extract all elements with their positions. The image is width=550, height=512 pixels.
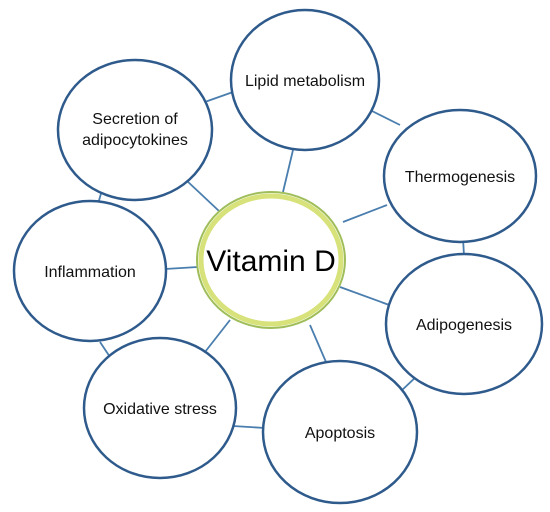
- node-label: Secretion of: [92, 111, 178, 128]
- connector-lipid-thermo: [369, 109, 401, 126]
- node-adipogenesis: Adipogenesis: [384, 252, 544, 396]
- node-label-line: Oxidative stress: [103, 401, 217, 418]
- node-inflammation: Inflammation: [12, 199, 168, 343]
- node-label: Inflammation: [44, 264, 136, 281]
- node-label-line: Lipid metabolism: [245, 73, 365, 90]
- node-label-line: Secretion of: [92, 111, 178, 128]
- node-secretion-of-adipocytokines: Secretion of adipocytokines: [56, 58, 214, 202]
- node-label: adipocytokines: [82, 132, 188, 149]
- center-label: Vitamin D: [206, 245, 336, 278]
- spoke-lipid: [282, 149, 294, 193]
- spoke-inflam: [164, 266, 199, 270]
- node-lipid-metabolism: Lipid metabolism: [229, 8, 381, 152]
- connector-apopt-oxid: [232, 425, 266, 429]
- connector-secret-lipid: [201, 91, 234, 104]
- node-circle: [12, 199, 168, 343]
- node-label-line: Adipogenesis: [416, 317, 512, 334]
- spoke-oxid: [204, 319, 231, 353]
- spoke-adipo: [339, 286, 393, 307]
- node-label: Adipogenesis: [416, 317, 512, 334]
- node-label-line: adipocytokines: [82, 132, 188, 149]
- node-circle: [384, 252, 544, 396]
- node-label-line: Thermogenesis: [405, 169, 515, 186]
- node-label: Thermogenesis: [405, 169, 515, 186]
- node-thermogenesis: Thermogenesis: [382, 108, 538, 244]
- node-label: Oxidative stress: [103, 401, 217, 418]
- node-circle: [261, 359, 419, 505]
- center-circle-inner: [198, 193, 344, 327]
- center-node: Vitamin D: [196, 191, 346, 329]
- node-label: Apoptosis: [305, 425, 375, 442]
- node-oxidative-stress: Oxidative stress: [82, 336, 238, 480]
- spoke-thermo: [342, 204, 388, 223]
- spoke-apopt: [309, 324, 327, 363]
- node-circle: [56, 58, 214, 202]
- connector-oxid-inflam: [99, 341, 111, 358]
- spoke-connectors: [164, 149, 393, 363]
- node-circle: [229, 8, 381, 152]
- node-label-line: Apoptosis: [305, 425, 375, 442]
- node-label-line: Inflammation: [44, 264, 136, 281]
- node-circle: [82, 336, 238, 480]
- node-circle: [382, 108, 538, 244]
- spoke-secret: [185, 179, 220, 212]
- node-apoptosis: Apoptosis: [261, 359, 419, 505]
- node-label: Lipid metabolism: [245, 73, 365, 90]
